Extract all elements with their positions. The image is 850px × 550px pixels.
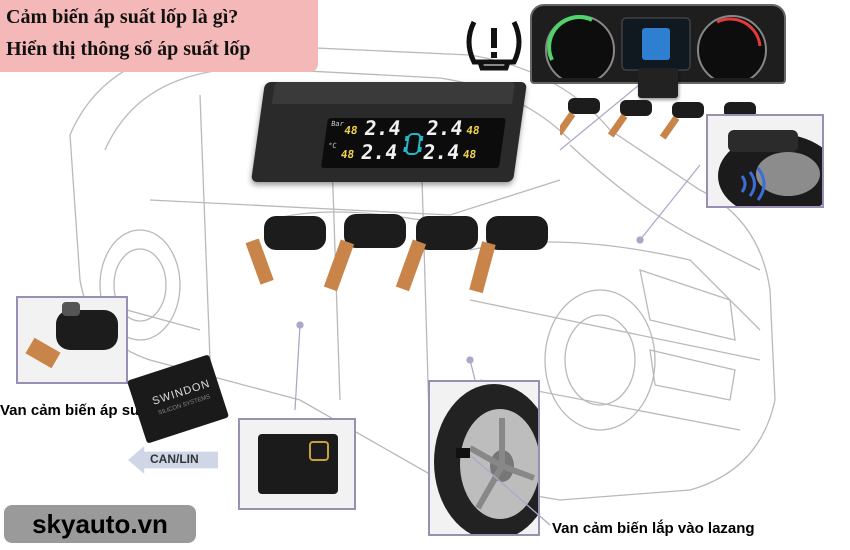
obd-module [638,68,678,98]
wheel-rim-inset [428,380,554,540]
sensor-valve-1 [245,216,326,285]
sensor-valve-2 [323,214,406,292]
lcd-rl-pressure: 2.4 [359,140,400,164]
sensor-valve-3 [395,216,478,292]
sensor-valves-group [245,214,548,294]
brand-watermark: skyauto.vn [4,505,196,543]
title-line-1: Cảm biến áp suất lốp là gì? [6,6,239,28]
dashboard-instrument-cluster [530,4,786,85]
caption-rim-sensor: Van cảm biến lắp vào lazang [552,520,755,537]
title-line-2: Hiển thị thông số áp suất lốp [6,38,251,60]
lcd-rr-pressure: 2.4 [421,140,462,164]
lcd-fl-temp: 48 [343,124,359,137]
lcd-fr-temp: 48 [465,124,481,137]
lcd-fr-pressure: 2.4 [424,116,465,140]
wireless-signal-icon [740,167,766,201]
car-top-icon [403,133,424,155]
sensor-valve-inset [16,296,128,384]
can-lin-label: CAN/LIN [150,452,199,466]
unit-bar: Bar [330,120,345,128]
tpms-screen: Bar °C 48 2.4 2.4 48 48 2.4 2.4 48 [320,116,506,168]
lcd-fl-pressure: 2.4 [362,116,403,140]
tpms-warning-icon [466,20,522,71]
receiver-module-inset [238,418,356,510]
tire-signal-inset [706,114,838,218]
lcd-rr-temp: 48 [461,148,478,161]
lcd-rl-temp: 48 [339,148,356,161]
rim-pointer-line [470,455,551,526]
sensor-valve-4 [469,216,548,294]
tpms-solar-display: Bar °C 48 2.4 2.4 48 48 2.4 2.4 48 [250,82,528,182]
title-banner: Cảm biến áp suất lốp là gì? Hiển thị thô… [0,0,318,72]
unit-temp: °C [327,142,338,150]
